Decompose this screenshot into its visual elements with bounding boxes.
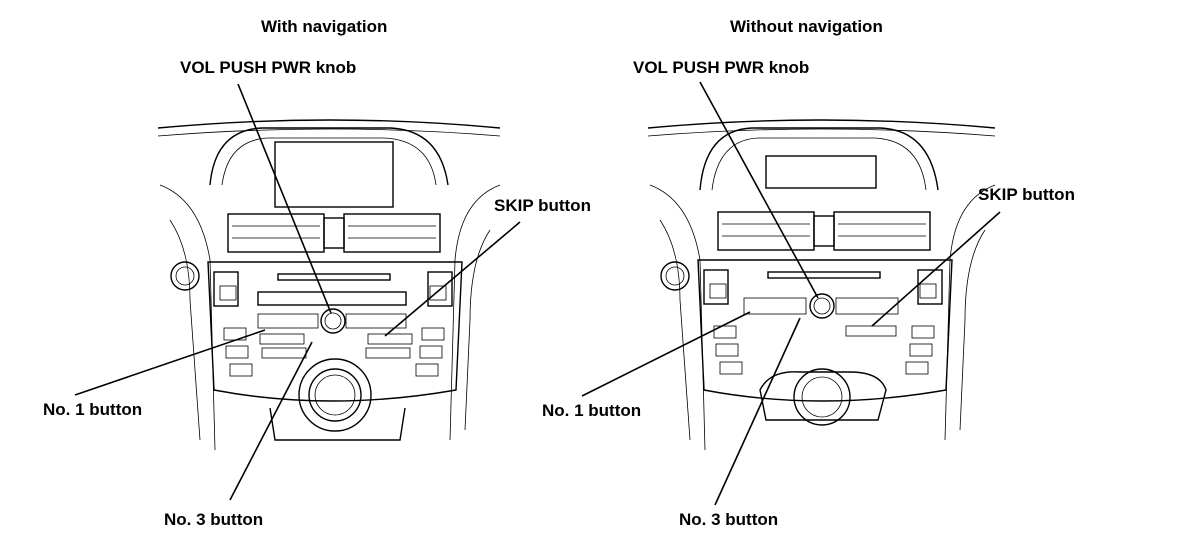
- leader-no1-left: [74, 329, 266, 396]
- title-without-navigation: Without navigation: [730, 17, 883, 36]
- label-no3-left: No. 3 button: [164, 510, 264, 529]
- leader-skip-right: [871, 211, 1001, 327]
- leader-skip-left: [384, 221, 521, 337]
- label-no1-right: No. 1 button: [542, 401, 642, 420]
- interface-dial-left: [298, 358, 372, 432]
- leader-lines: [74, 81, 1001, 506]
- label-vol-knob-right: VOL PUSH PWR knob: [633, 58, 810, 77]
- label-skip-left: SKIP button: [494, 196, 591, 215]
- leader-knob-right: [699, 81, 819, 299]
- navigation-screen: [274, 141, 394, 208]
- label-vol-knob-left: VOL PUSH PWR knob: [180, 58, 357, 77]
- leader-knob-left: [237, 83, 332, 314]
- dashboard-without-navigation: [647, 119, 996, 451]
- vol-knob-left: [320, 308, 346, 334]
- vol-knob-right: [809, 293, 835, 319]
- title-with-navigation: With navigation: [261, 17, 388, 36]
- label-no1-left: No. 1 button: [43, 400, 143, 419]
- dashboard-with-navigation: [157, 119, 501, 451]
- leader-no3-right: [714, 317, 801, 506]
- leader-no3-left: [229, 341, 313, 501]
- info-display: [765, 155, 877, 189]
- label-skip-right: SKIP button: [978, 185, 1075, 204]
- interface-dial-right: [793, 368, 851, 426]
- label-no3-right: No. 3 button: [679, 510, 779, 529]
- leader-no1-right: [581, 311, 751, 397]
